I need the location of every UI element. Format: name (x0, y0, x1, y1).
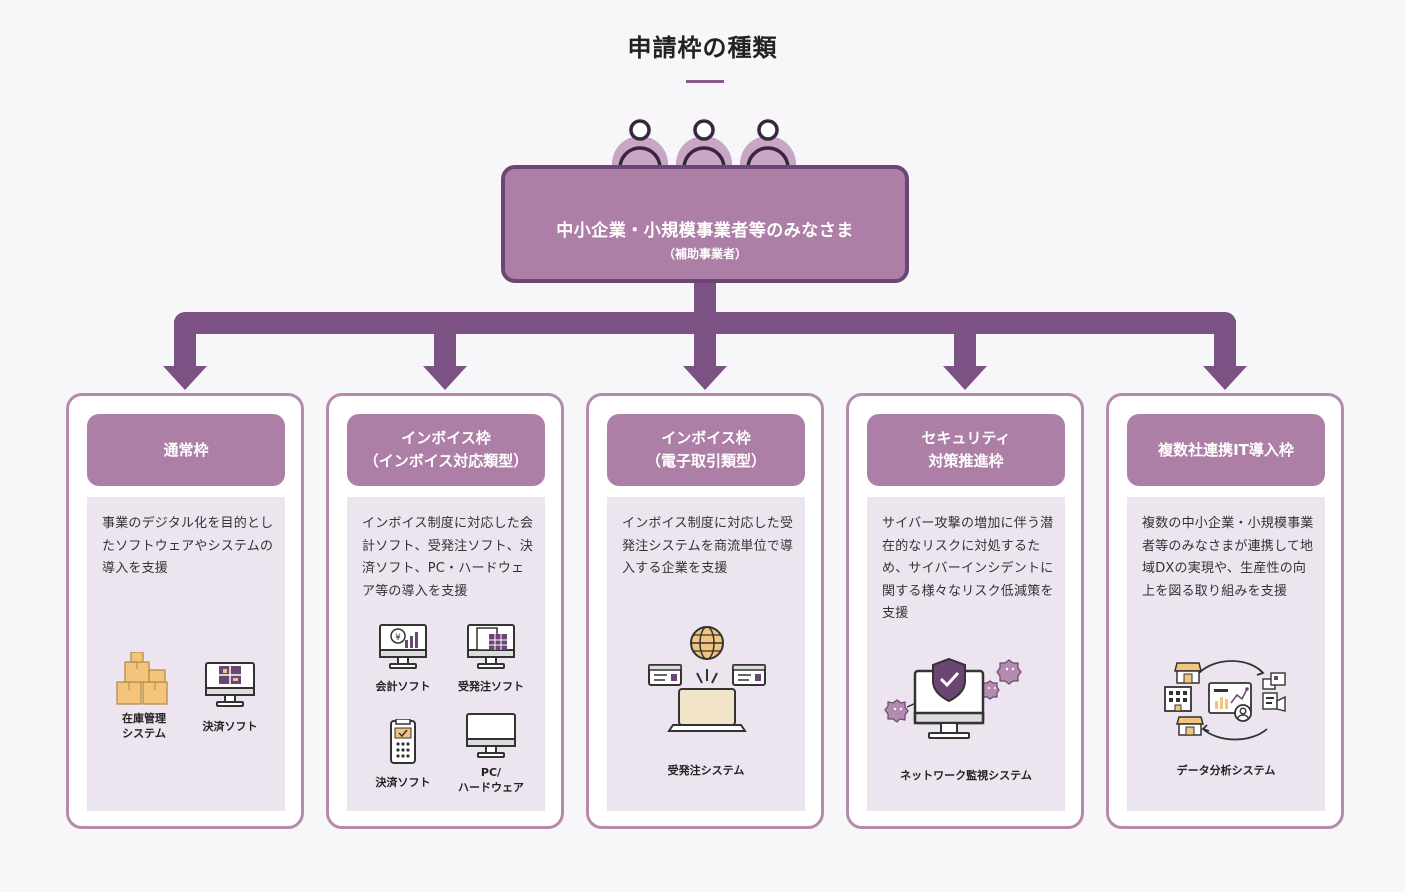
card-title: インボイス枠 （インボイス対応類型） (347, 414, 545, 486)
card-title: 通常枠 (87, 414, 285, 486)
card-description: 複数の中小企業・小規模事業者等のみなさまが連携して地域DXの実現や、生産性の向上… (1142, 516, 1314, 599)
card-title: 複数社連携IT導入枠 (1127, 414, 1325, 486)
item-label-ordering: 受発注ソフト (458, 680, 524, 693)
card-description: インボイス制度に対応した受発注システムを商流単位で導入する企業を支援 (622, 516, 794, 576)
item-label-network-monitoring: ネットワーク監視システム (900, 769, 1032, 782)
card-description: 事業のデジタル化を目的としたソフトウェアやシステムの導入を支援 (102, 516, 274, 576)
page-title: 申請枠の種類 (627, 34, 778, 62)
card-title-line: 対策推進枠 (928, 452, 1004, 470)
connector-arrows (163, 280, 1247, 390)
card-title-line: インボイス枠 (401, 429, 491, 447)
card-normal: 通常枠 事業のデジタル化を目的としたソフトウェアやシステムの導入を支援 在庫管理… (66, 393, 304, 829)
boxes-icon (116, 652, 168, 705)
data-analysis-icon (1164, 660, 1286, 741)
beneficiaries-title: 中小企業・小規模事業者等のみなさま (556, 221, 854, 241)
title-underline (686, 80, 724, 83)
card-multi-company: 複数社連携IT導入枠 複数の中小企業・小規模事業者等のみなさまが連携して地域DX… (1106, 393, 1344, 829)
item-label-payment: 決済ソフト (202, 720, 258, 733)
card-title-line: 通常枠 (163, 440, 209, 459)
card-title-line: （インボイス対応類型） (363, 452, 529, 470)
card-title-line: セキュリティ (921, 429, 1011, 447)
card-body: サイバー攻撃の増加に伴う潜在的なリスクに対処するため、サイバーインシデントに関す… (867, 497, 1065, 811)
beneficiaries-subtitle: （補助事業者） (662, 247, 747, 261)
svg-text:¥: ¥ (395, 633, 401, 643)
card-body: インボイス制度に対応した会計ソフト、受発注ソフト、決済ソフト、PC・ハードウェア… (347, 497, 545, 811)
payment-terminal-icon (390, 719, 416, 764)
shield-monitor-icon (884, 657, 1022, 739)
card-description: サイバー攻撃の増加に伴う潜在的なリスクに対処するため、サイバーインシデントに関す… (882, 516, 1054, 621)
card-description: インボイス制度に対応した会計ソフト、受発注ソフト、決済ソフト、PC・ハードウェア… (362, 516, 534, 599)
item-label-data-analysis: データ分析システム (1176, 764, 1276, 777)
item-label-pc-hardware: PC/ ハードウェア (458, 766, 524, 794)
card-body: 複数の中小企業・小規模事業者等のみなさまが連携して地域DXの実現や、生産性の向上… (1127, 497, 1325, 811)
card-invoice-standard: インボイス枠 （インボイス対応類型） インボイス制度に対応した会計ソフト、受発注… (326, 393, 564, 829)
card-body: 事業のデジタル化を目的としたソフトウェアやシステムの導入を支援 在庫管理 システ… (87, 497, 285, 811)
beneficiaries-box: 中小企業・小規模事業者等のみなさま （補助事業者） (501, 165, 909, 283)
card-invoice-electronic: インボイス枠 （電子取引類型） インボイス制度に対応した受発注システムを商流単位… (586, 393, 824, 829)
card-body: インボイス制度に対応した受発注システムを商流単位で導入する企業を支援 (607, 497, 805, 811)
ordering-network-icon (648, 626, 766, 732)
pc-monitor-icon (466, 713, 516, 758)
pos-monitor-icon (205, 662, 255, 707)
card-title: インボイス枠 （電子取引類型） (607, 414, 805, 486)
item-label-accounting: 会計ソフト (375, 680, 431, 693)
item-label-payment: 決済ソフト (375, 776, 431, 789)
card-title: セキュリティ 対策推進枠 (867, 414, 1065, 486)
accounting-monitor-icon: ¥ (379, 624, 427, 669)
order-monitor-icon (467, 624, 515, 669)
card-title-line: （電子取引類型） (645, 452, 766, 470)
card-title-line: インボイス枠 (661, 429, 751, 447)
card-security: セキュリティ 対策推進枠 サイバー攻撃の増加に伴う潜在的なリスクに対処するため、… (846, 393, 1084, 829)
item-label-inventory: 在庫管理 システム (122, 712, 166, 740)
card-title-line: 複数社連携IT導入枠 (1158, 440, 1294, 459)
item-label-ordering-system: 受発注システム (667, 764, 745, 777)
